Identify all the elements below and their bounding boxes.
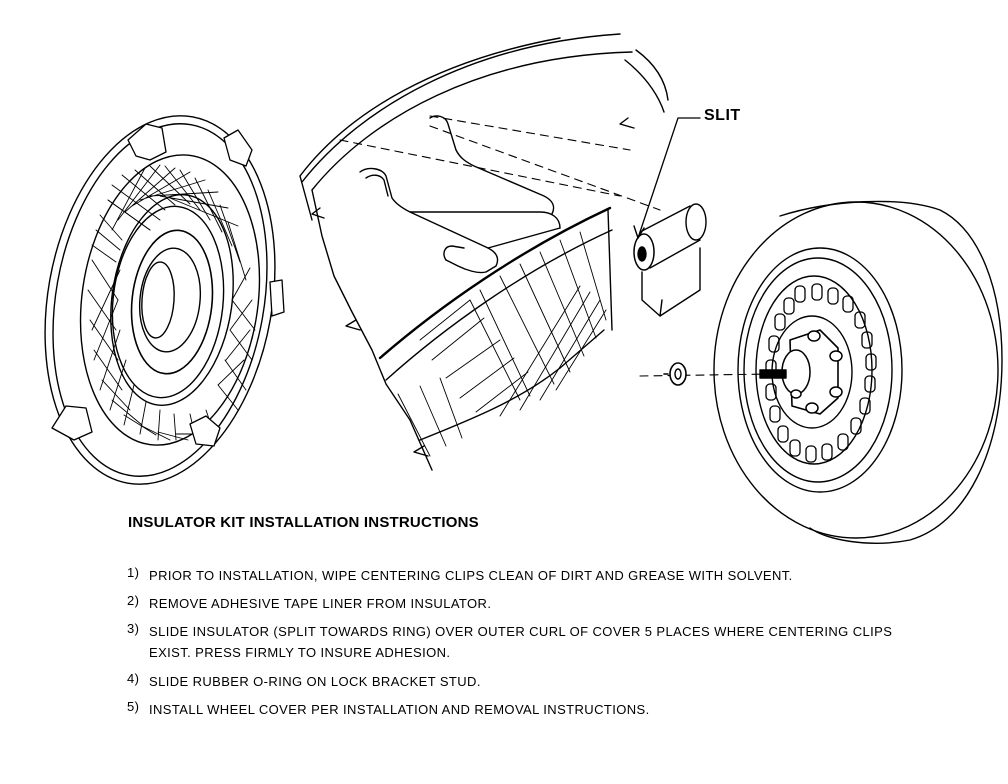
ring-outer-arc [301, 33, 621, 183]
centering-clip [189, 415, 221, 447]
step-text: INSTALL WHEEL COVER PER INSTALLATION AND… [149, 702, 650, 717]
wheel-cover [44, 115, 285, 485]
centering-clip [51, 405, 93, 441]
step-number: 3) [127, 621, 140, 636]
wheel-cover-outer-ring [44, 115, 276, 485]
insulator [633, 203, 707, 317]
slit-label: SLIT [704, 107, 741, 124]
ring-curl-edge [378, 206, 612, 360]
instruction-step: 4) SLIDE RUBBER O-RING ON LOCK BRACKET ST… [127, 671, 947, 692]
step-text: SLIDE INSULATOR (SPLIT TOWARDS RING) OVE… [149, 624, 893, 660]
exploded-section-view [299, 33, 771, 471]
rim-outer [737, 247, 903, 493]
step-text: REMOVE ADHESIVE TAPE LINER FROM INSULATO… [149, 596, 492, 611]
slit-leader-line [633, 117, 701, 239]
instruction-step: 2) REMOVE ADHESIVE TAPE LINER FROM INSULA… [127, 593, 947, 614]
step-number: 1) [127, 565, 140, 580]
instruction-step: 3) SLIDE INSULATOR (SPLIT TOWARDS RING) O… [127, 621, 947, 663]
wheel-cover-spokes [87, 164, 256, 441]
instruction-step: 5) INSTALL WHEEL COVER PER INSTALLATION A… [127, 699, 947, 720]
centering-clips [51, 123, 285, 447]
step-text: PRIOR TO INSTALLATION, WIPE CENTERING CL… [149, 568, 793, 583]
step-number: 4) [127, 671, 140, 686]
centering-clip [269, 279, 285, 317]
centering-clip [127, 123, 167, 161]
instruction-step: 1) PRIOR TO INSTALLATION, WIPE CENTERING … [127, 565, 947, 586]
step-number: 2) [127, 593, 140, 608]
wheel-cover-spoke-ring [79, 154, 261, 446]
lug-nuts [790, 330, 843, 414]
step-text: SLIDE RUBBER O-RING ON LOCK BRACKET STUD… [149, 674, 481, 689]
instructions-title: INSULATOR KIT INSTALLATION INSTRUCTIONS [128, 514, 479, 531]
tire-and-wheel [713, 200, 1003, 544]
o-ring [663, 362, 687, 386]
lock-bracket-stud [759, 369, 787, 379]
centering-clip [223, 129, 253, 167]
step-number: 5) [127, 699, 140, 714]
alignment-guides [339, 115, 771, 377]
